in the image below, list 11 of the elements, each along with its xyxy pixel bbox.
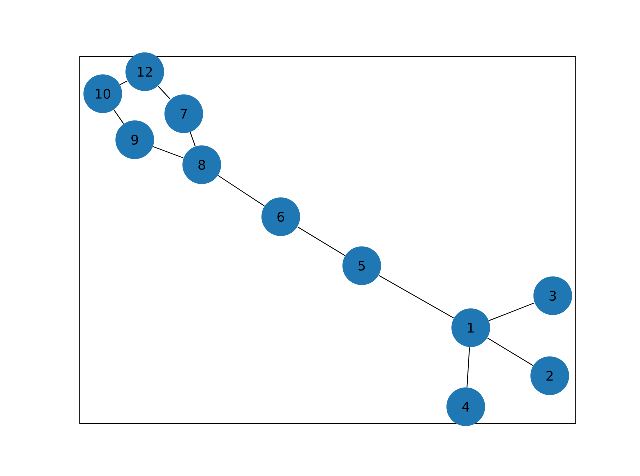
edge-line <box>190 132 196 147</box>
edge-line <box>158 86 172 100</box>
edge-line <box>218 175 265 207</box>
edge-line <box>488 302 536 322</box>
edge-line <box>297 226 346 256</box>
edge-line <box>153 146 184 159</box>
edge-line <box>378 275 454 319</box>
edge-line <box>487 338 534 366</box>
edge-line <box>466 347 470 388</box>
edge-line <box>120 80 128 86</box>
edge-line <box>114 110 124 124</box>
